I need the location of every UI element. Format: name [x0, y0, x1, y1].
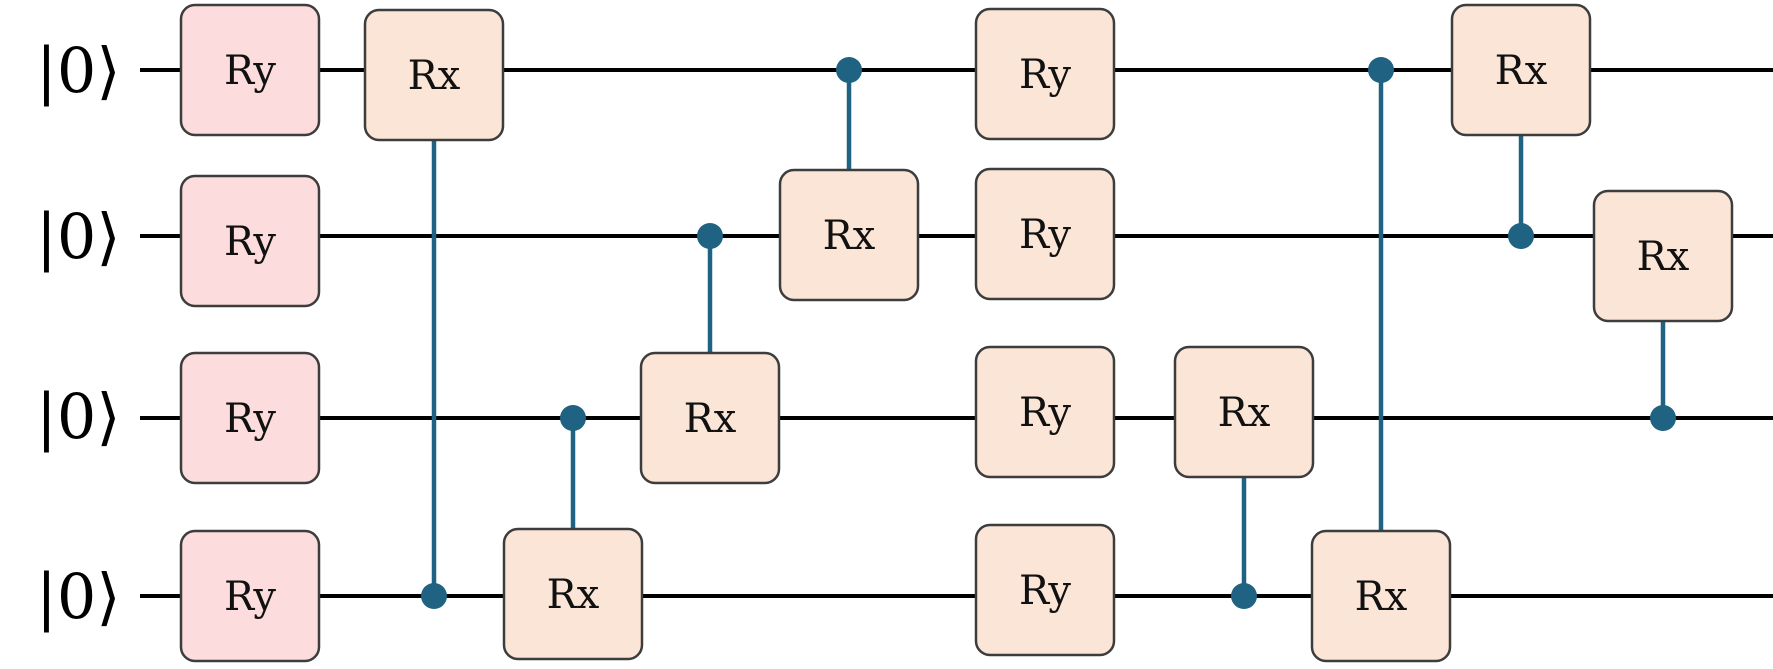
gate-box — [639, 351, 781, 485]
gate-label: Rx — [684, 396, 737, 442]
gate-box — [179, 174, 321, 308]
gate-rx-q3: Rx — [502, 527, 644, 661]
control-dot — [560, 405, 586, 431]
gate-ry-q2: Ry — [179, 351, 321, 485]
gate-box — [179, 3, 321, 137]
gate-box — [778, 168, 920, 302]
gate-rx-q3: Rx — [1310, 529, 1452, 663]
control-dot — [697, 223, 723, 249]
gate-label: Ry — [1019, 52, 1071, 98]
gate-ry-q2: Ry — [974, 345, 1116, 479]
gate-box — [974, 523, 1116, 657]
qubit-3-label: |0⟩ — [36, 560, 121, 633]
gate-box — [1592, 189, 1734, 323]
gate-label: Rx — [823, 213, 876, 259]
gate-label: Rx — [1355, 574, 1408, 620]
gate-ry-q3: Ry — [974, 523, 1116, 657]
gate-box — [502, 527, 644, 661]
gate-box — [974, 7, 1116, 141]
qubit-0-label: |0⟩ — [36, 34, 121, 107]
gate-label: Ry — [1019, 390, 1071, 436]
gate-label: Rx — [1495, 48, 1548, 94]
gate-rx-q0: Rx — [363, 8, 505, 142]
qubit-wires — [140, 68, 1773, 598]
gate-box — [974, 345, 1116, 479]
gate-ry-q1: Ry — [974, 167, 1116, 301]
gate-rx-q1: Rx — [1592, 189, 1734, 323]
gate-ry-q3: Ry — [179, 529, 321, 663]
control-dot — [1508, 223, 1534, 249]
gate-rx-q2: Rx — [1173, 345, 1315, 479]
gate-label: Ry — [224, 219, 276, 265]
gate-rx-q2: Rx — [639, 351, 781, 485]
qubit-labels: |0⟩ |0⟩ |0⟩ |0⟩ — [36, 34, 121, 633]
gate-label: Rx — [1637, 234, 1690, 280]
gate-label: Ry — [224, 396, 276, 442]
gate-box — [179, 529, 321, 663]
control-dot — [421, 583, 447, 609]
control-dot — [1231, 583, 1257, 609]
gate-label: Rx — [408, 53, 461, 99]
gate-box — [974, 167, 1116, 301]
gate-label: Ry — [224, 48, 276, 94]
gate-label: Ry — [1019, 212, 1071, 258]
gate-label: Ry — [224, 574, 276, 620]
gate-ry-q1: Ry — [179, 174, 321, 308]
gate-rx-q1: Rx — [778, 168, 920, 302]
gate-label: Rx — [1218, 390, 1271, 436]
gate-box — [1450, 3, 1592, 137]
qubit-2-label: |0⟩ — [36, 380, 121, 453]
gate-label: Ry — [1019, 568, 1071, 614]
gate-box — [179, 351, 321, 485]
gate-ry-q0: Ry — [974, 7, 1116, 141]
qubit-1-label: |0⟩ — [36, 200, 121, 273]
gate-ry-q0: Ry — [179, 3, 321, 137]
gate-rx-q0: Rx — [1450, 3, 1592, 137]
gate-box — [1310, 529, 1452, 663]
gate-label: Rx — [547, 572, 600, 618]
control-dot — [1650, 405, 1676, 431]
gate-box — [1173, 345, 1315, 479]
gate-box — [363, 8, 505, 142]
control-dot — [1368, 57, 1394, 83]
control-dot — [836, 57, 862, 83]
